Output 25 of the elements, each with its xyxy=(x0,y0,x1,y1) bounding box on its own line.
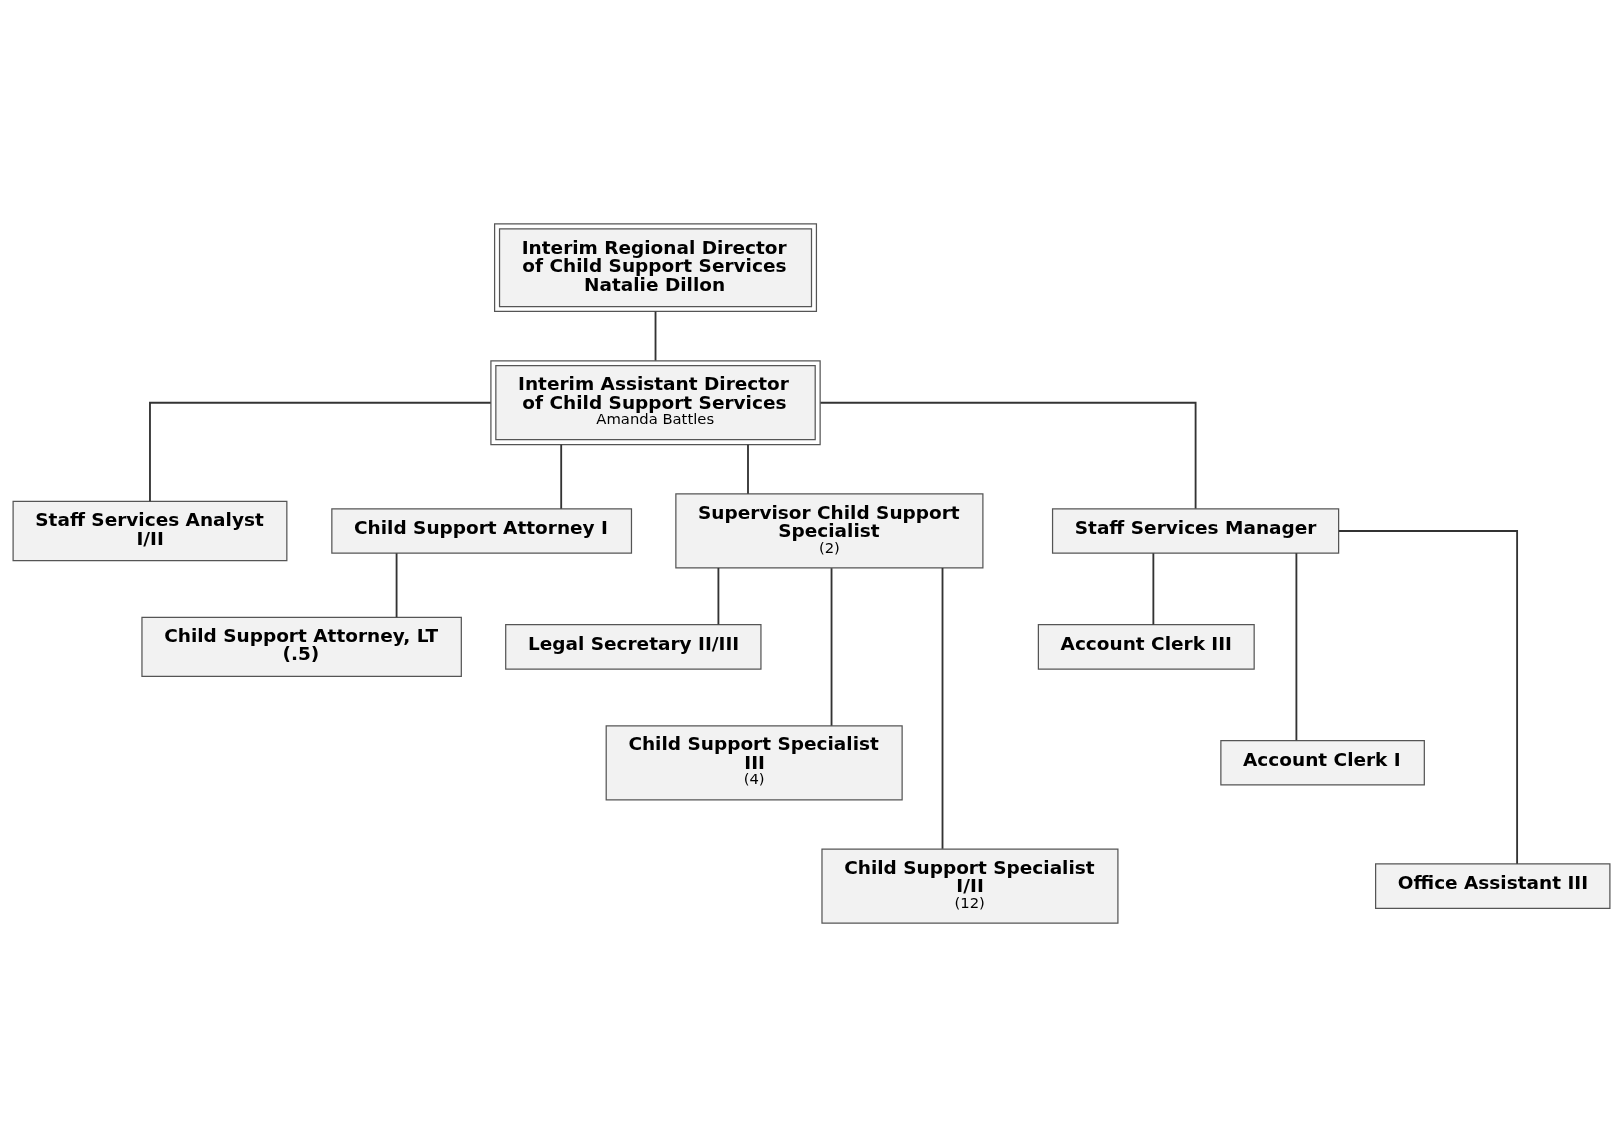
node-box: Child Support Specialist I/II (12) xyxy=(821,847,1119,924)
connector xyxy=(819,401,1197,510)
node-box: Account Clerk III xyxy=(1037,623,1255,670)
node-box: Interim Assistant Director of Child Support Services Amanda Battles xyxy=(490,359,821,445)
connector xyxy=(654,310,657,361)
connector xyxy=(1295,551,1298,741)
connector xyxy=(560,443,563,510)
connector xyxy=(830,566,833,727)
node-box: Staff Services Analyst I/II xyxy=(12,500,288,561)
connector xyxy=(1152,551,1155,625)
node-box: Supervisor Child Support Specialist (2) xyxy=(675,492,984,569)
connector xyxy=(1338,529,1519,865)
node-box: Interim Regional Director of Child Support Services Natalie Dillon xyxy=(494,222,818,312)
node-box: Child Support Attorney I xyxy=(331,507,633,554)
connector xyxy=(941,566,944,850)
node-box: Account Clerk I xyxy=(1220,739,1425,786)
connector xyxy=(747,443,749,495)
node-box: Office Assistant III xyxy=(1375,862,1611,909)
node-box: Child Support Attorney, LT (.5) xyxy=(141,616,462,677)
connector xyxy=(717,566,720,625)
node-box: Legal Secretary II/III xyxy=(505,623,762,670)
connector xyxy=(395,551,398,618)
node-box: Staff Services Manager xyxy=(1051,507,1340,554)
connector xyxy=(149,401,492,502)
node-box: Child Support Specialist III (4) xyxy=(605,724,903,800)
